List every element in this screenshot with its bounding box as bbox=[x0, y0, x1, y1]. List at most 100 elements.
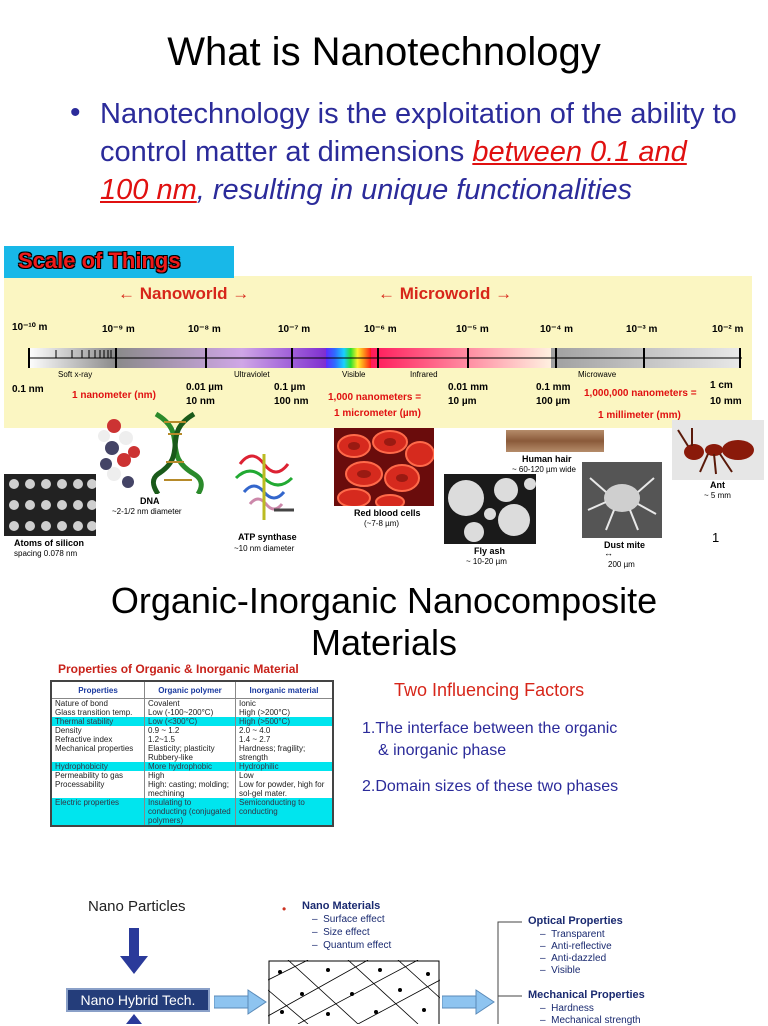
size-label: 1 nanometer (nm) bbox=[72, 390, 156, 401]
table-cell: Low (-100~200°C) bbox=[144, 708, 236, 717]
power-label: 10⁻⁸ m bbox=[188, 324, 221, 335]
optical-item: – Anti-dazzled bbox=[540, 953, 607, 964]
table-cell: Electric properties bbox=[50, 798, 145, 826]
power-label: 10⁻³ m bbox=[626, 324, 658, 335]
table-cell: Hydrophilic bbox=[235, 762, 334, 771]
properties-table: Properties Organic polymer Inorganic mat… bbox=[50, 680, 334, 827]
flyash-label: Fly ash bbox=[474, 546, 506, 556]
bullet-highlight: between 0.1 and 100 nm bbox=[100, 136, 687, 206]
table-cell: 2.0 ~ 4.0 bbox=[235, 726, 334, 735]
flyash-size: ~ 10-20 µm bbox=[466, 557, 507, 566]
table-cell: Density bbox=[50, 726, 145, 735]
band-label: Infrared bbox=[410, 370, 438, 379]
rbc-label: Red blood cells bbox=[354, 508, 421, 518]
table-cell: Hardness; fragility; strength bbox=[235, 744, 334, 762]
band-label: Soft x-ray bbox=[58, 370, 93, 379]
factor-1: 1.The interface between the organic bbox=[362, 720, 618, 737]
down-arrow-icon bbox=[120, 928, 148, 974]
table-cell: Mechanical properties bbox=[50, 744, 145, 762]
slide2-title: Organic-Inorganic Nanocomposite Material… bbox=[0, 580, 768, 664]
size-label: 100 µm bbox=[536, 396, 571, 407]
factor-2: 2.Domain sizes of these two phases bbox=[362, 778, 619, 795]
atp-size: ~10 nm diameter bbox=[234, 544, 295, 553]
silicon-atoms-image bbox=[4, 474, 96, 536]
size-label: 1,000,000 nanometers = bbox=[584, 388, 697, 399]
bullet-dot: • bbox=[282, 902, 287, 916]
table-cell: Elasticity; plasticity Rubbery-like bbox=[144, 744, 236, 762]
optical-item: – Transparent bbox=[540, 929, 605, 940]
band-label: Ultraviolet bbox=[234, 370, 270, 379]
bullet-dot: • bbox=[70, 96, 81, 129]
optical-item: – Anti-reflective bbox=[540, 941, 612, 952]
slide2-title-line1: Organic-Inorganic Nanocomposite bbox=[110, 580, 658, 621]
size-label: 10 nm bbox=[186, 396, 215, 407]
spectrum-ruler bbox=[28, 348, 742, 368]
size-label: 0.1 µm bbox=[274, 382, 306, 393]
band-label: Microwave bbox=[578, 370, 617, 379]
table-cell: Glass transition temp. bbox=[50, 708, 145, 717]
right-arrow-icon bbox=[442, 989, 495, 1015]
size-label: 1 millimeter (mm) bbox=[598, 410, 681, 421]
table-cell: 1.4 ~ 2.7 bbox=[235, 735, 334, 744]
dna-label: DNA bbox=[140, 496, 160, 506]
atp-synthase-image bbox=[234, 454, 294, 520]
table-cell: 1.2~1.5 bbox=[144, 735, 236, 744]
table-header: Properties bbox=[50, 680, 145, 699]
rbc-size: (~7-8 µm) bbox=[364, 519, 400, 528]
silicon-spacing: spacing 0.078 nm bbox=[14, 549, 78, 558]
nanocomposite-grid bbox=[268, 960, 440, 1024]
power-label: 10⁻² m bbox=[712, 324, 744, 335]
nano-material-item: – Surface effect bbox=[312, 914, 385, 925]
size-label: 10 mm bbox=[710, 396, 742, 407]
right-arrow-icon bbox=[214, 989, 267, 1015]
power-label: 10⁻¹⁰ m bbox=[12, 322, 48, 333]
table-cell: Low for powder, high for sol-gel mater. bbox=[235, 780, 334, 798]
table-header: Organic polymer bbox=[144, 680, 236, 699]
size-label: 1 micrometer (µm) bbox=[334, 408, 421, 419]
table-row: Glass transition temp.Low (-100~200°C)Hi… bbox=[50, 708, 334, 717]
slide2-title-line2: Materials bbox=[310, 622, 458, 663]
size-label: 0.01 µm bbox=[186, 382, 223, 393]
size-label: 10 µm bbox=[448, 396, 477, 407]
power-label: 10⁻⁶ m bbox=[364, 324, 397, 335]
silicon-label: Atoms of silicon bbox=[14, 538, 85, 548]
mechanical-item: – Mechanical strength bbox=[540, 1015, 641, 1026]
table-cell: 0.9 ~ 1.2 bbox=[144, 726, 236, 735]
hair-label: Human hair bbox=[522, 454, 572, 464]
optical-properties-title: Optical Properties bbox=[528, 915, 623, 927]
mite-label: Dust mite bbox=[604, 540, 646, 550]
factor-1-cont: & inorganic phase bbox=[378, 742, 507, 759]
size-label: 100 nm bbox=[274, 396, 309, 407]
nano-particles-label: Nano Particles bbox=[88, 898, 186, 915]
dna-size: ~2-1/2 nm diameter bbox=[112, 507, 182, 516]
fly-ash-image bbox=[444, 474, 536, 544]
nano-hybrid-box: Nano Hybrid Tech. bbox=[66, 988, 210, 1012]
bullet-text: Nanotechnology is the exploitation of th… bbox=[100, 95, 740, 209]
table-cell: Ionic bbox=[235, 698, 334, 708]
nano-materials-title: Nano Materials bbox=[302, 900, 381, 912]
dna-image bbox=[98, 411, 204, 494]
table-cell: More hydrophobic bbox=[144, 762, 236, 771]
bracket-connector bbox=[497, 921, 522, 1024]
human-hair-image bbox=[506, 430, 604, 452]
ant-image bbox=[672, 420, 764, 480]
table-cell: High (>500°C) bbox=[235, 717, 334, 726]
mite-size: 200 µm bbox=[608, 560, 635, 569]
table-cell: Hydrophobicity bbox=[50, 762, 145, 771]
ant-label: Ant bbox=[710, 480, 725, 490]
size-label: 1 cm bbox=[710, 380, 733, 391]
table-cell: High: casting; molding; mechining bbox=[144, 780, 236, 798]
table-cell: Low bbox=[235, 771, 334, 780]
nano-material-item: – Quantum effect bbox=[312, 940, 392, 951]
nano-material-item: – Size effect bbox=[312, 927, 370, 938]
table-cell: Processability bbox=[50, 780, 145, 798]
power-label: 10⁻⁹ m bbox=[102, 324, 135, 335]
